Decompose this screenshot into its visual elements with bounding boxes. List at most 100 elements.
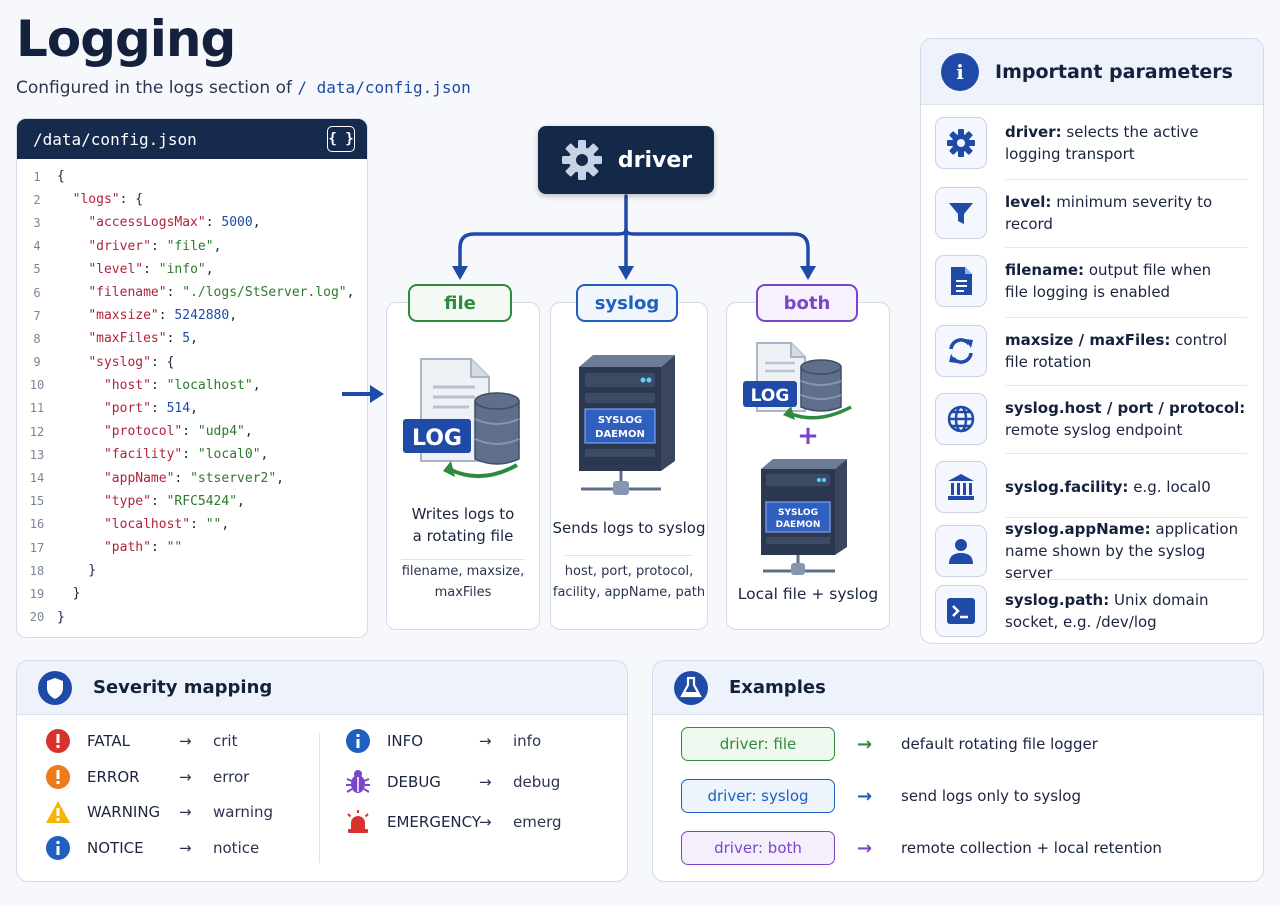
severity-row-warning: WARNING→warning	[45, 799, 273, 825]
svg-text:DAEMON: DAEMON	[595, 429, 645, 440]
line-number: 19	[29, 586, 45, 601]
example-row: driver: file→default rotating file logge…	[681, 727, 1098, 761]
code-text: "appName": "stserver2",	[103, 470, 284, 486]
svg-text:SYSLOG: SYSLOG	[598, 415, 642, 426]
code-text: "localhost": "",	[103, 516, 230, 532]
line-number: 5	[33, 262, 41, 277]
example-row: driver: syslog→send logs only to syslog	[681, 779, 1081, 813]
config-code-panel: /data/config.json { } 1{2 "logs": {3 "ac…	[16, 118, 368, 638]
document-icon	[951, 267, 972, 295]
code-line: 16 "localhost": "",	[17, 513, 367, 536]
info-icon: i	[941, 52, 979, 91]
info-circle-icon	[46, 835, 70, 860]
code-text: }	[57, 586, 81, 602]
mode-file-params: filename, maxsize, maxFiles	[401, 564, 525, 600]
driver-connector-tree	[452, 194, 816, 280]
severity-row-fatal: FATAL→crit	[45, 728, 237, 754]
severity-level: WARNING	[87, 803, 161, 821]
parameters-title: Important parameters	[995, 60, 1233, 83]
examples-header: Examples	[653, 661, 1263, 715]
config-path-link[interactable]: / data/config.json	[297, 78, 471, 97]
syslog-severity: info	[513, 732, 542, 750]
mode-pill-syslog: syslog	[576, 284, 678, 322]
mode-card-file: LOG Writes logs to a rotating file filen…	[386, 302, 540, 630]
code-line: 17 "path": ""	[17, 536, 367, 559]
warning-circle-icon	[46, 764, 70, 789]
arrow-right-icon: →	[179, 838, 192, 857]
example-description: send logs only to syslog	[901, 787, 1081, 805]
line-number: 12	[29, 424, 45, 439]
severity-title: Severity mapping	[93, 677, 273, 698]
info-circle-icon	[346, 729, 370, 753]
code-line: 5 "level": "info",	[17, 258, 367, 281]
code-text: "port": 514,	[103, 400, 198, 416]
syslog-server-icon: SYSLOG DAEMON	[579, 355, 675, 495]
shield-icon	[38, 670, 72, 705]
mode-pill-file: file	[408, 284, 512, 322]
important-parameters-panel: i Important parameters driver: selects t…	[920, 38, 1264, 644]
mode-syslog-desc: Sends logs to syslog	[552, 519, 706, 537]
code-text: "path": ""	[103, 540, 183, 556]
code-line: 11 "port": 514,	[17, 397, 367, 420]
code-line: 20}	[17, 606, 367, 629]
code-line: 1{	[17, 165, 367, 188]
code-text: }	[57, 609, 65, 625]
error-circle-icon	[46, 729, 70, 753]
mode-card-syslog: SYSLOG DAEMON Sends logs to syslog host,…	[550, 302, 708, 630]
subtitle-text: Configured in the logs section of	[16, 78, 292, 98]
code-filename: /data/config.json	[33, 129, 197, 149]
code-line: 8 "maxFiles": 5,	[17, 327, 367, 350]
arrow-right-icon: →	[479, 813, 492, 831]
arrow-right-icon: →	[857, 837, 873, 859]
code-text: "accessLogsMax": 5000,	[88, 215, 261, 231]
log-file-database-icon: LOG	[403, 358, 520, 479]
page-title: Logging	[16, 10, 236, 68]
institution-icon	[948, 474, 974, 500]
line-number: 13	[29, 447, 45, 462]
example-row: driver: both→remote collection + local r…	[681, 831, 1162, 865]
severity-level: DEBUG	[387, 772, 441, 791]
arrow-right-icon: →	[479, 772, 492, 791]
line-number: 6	[33, 285, 41, 300]
code-text: "logs": {	[72, 192, 144, 208]
code-lines: 1{2 "logs": { 3 "accessLogsMax": 5000, 4 "…	[17, 159, 367, 629]
severity-row-info: INFO→info	[345, 728, 541, 754]
svg-text:LOG: LOG	[751, 386, 790, 406]
line-number: 20	[29, 610, 45, 625]
line-number: 11	[29, 401, 45, 416]
code-to-modes-arrow	[342, 385, 384, 403]
line-number: 3	[33, 215, 41, 230]
syslog-severity: emerg	[513, 813, 562, 831]
bug-icon	[346, 769, 370, 793]
arrow-right-icon: →	[479, 732, 492, 750]
syslog-severity: warning	[213, 803, 274, 821]
user-icon	[949, 539, 973, 564]
severity-header: Severity mapping	[17, 661, 627, 715]
severity-row-error: ERROR→error	[45, 764, 249, 790]
code-text: "maxsize": 5242880,	[88, 308, 238, 324]
code-line: 7 "maxsize": 5242880,	[17, 304, 367, 327]
code-line: 19 }	[17, 582, 367, 605]
code-line: 15 "type": "RFC5424",	[17, 490, 367, 513]
log-label: LOG	[412, 426, 462, 451]
page-subtitle: Configured in the logs section of / data…	[16, 78, 471, 98]
svg-text:DAEMON: DAEMON	[776, 520, 821, 530]
example-description: remote collection + local retention	[901, 839, 1162, 857]
syslog-server-icon: SYSLOG DAEMON	[761, 459, 847, 575]
arrow-right-icon: →	[179, 732, 192, 750]
syslog-severity: debug	[513, 772, 561, 791]
code-line: 2 "logs": {	[17, 188, 367, 211]
code-line: 4 "driver": "file",	[17, 235, 367, 258]
warning-triangle-icon	[46, 801, 70, 823]
param-row-syslog-host: syslog.host / port / protocol:remote sys…	[921, 391, 1263, 447]
code-text: "level": "info",	[88, 261, 214, 277]
gear-icon	[561, 140, 602, 180]
line-number: 15	[29, 494, 45, 509]
mode-card-both: LOG + SYSLOG DAEMON Local file + syslog	[726, 302, 890, 630]
code-line: 13 "facility": "local0",	[17, 443, 367, 466]
param-row-syslog-facility: syslog.facility: e.g. local0	[921, 459, 1263, 515]
